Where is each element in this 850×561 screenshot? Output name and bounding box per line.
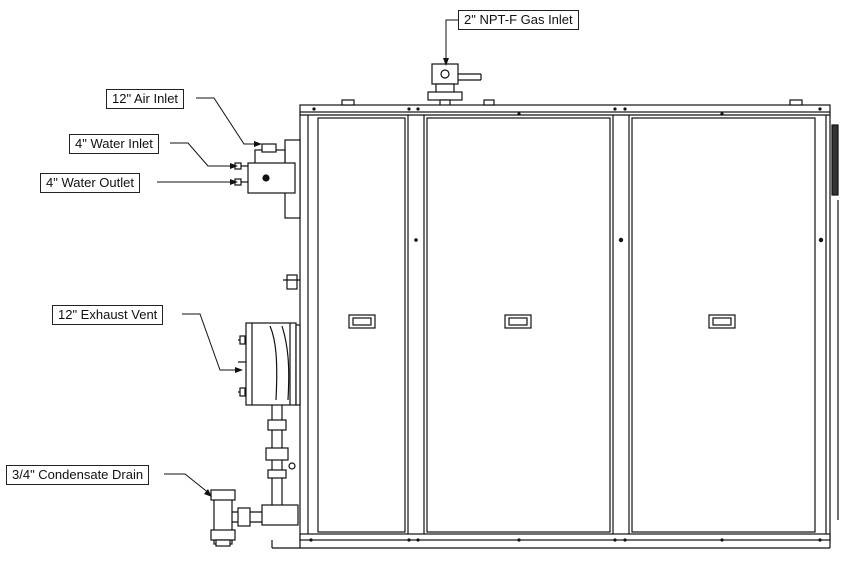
condensate-drain-leader [164, 473, 211, 495]
fasteners [309, 107, 824, 542]
exhaust-vent [238, 322, 301, 406]
top-rail [299, 99, 831, 116]
condensate-drain-piping [210, 405, 299, 547]
gas-valve [427, 63, 482, 107]
panel-handle-1 [348, 314, 376, 329]
side-fitting [283, 274, 300, 290]
gas-inlet-leader [445, 19, 458, 64]
gas-inlet-callout: 2" NPT-F Gas Inlet [458, 10, 579, 30]
water-connections [234, 139, 301, 219]
water-inlet-callout: 4" Water Inlet [69, 134, 159, 154]
water-outlet-callout: 4" Water Outlet [40, 173, 140, 193]
condensate-drain-callout: 3/4" Condensate Drain [6, 465, 150, 485]
panel-handle-2 [504, 314, 532, 329]
water-inlet-leader [170, 142, 235, 167]
air-inlet-leader [196, 97, 258, 145]
exhaust-vent-leader [182, 313, 240, 371]
leader-lines [157, 19, 458, 497]
panel-handle-3 [708, 314, 736, 329]
exhaust-vent-callout: 12" Exhaust Vent [52, 305, 164, 325]
air-inlet-callout: 12" Air Inlet [106, 89, 185, 109]
